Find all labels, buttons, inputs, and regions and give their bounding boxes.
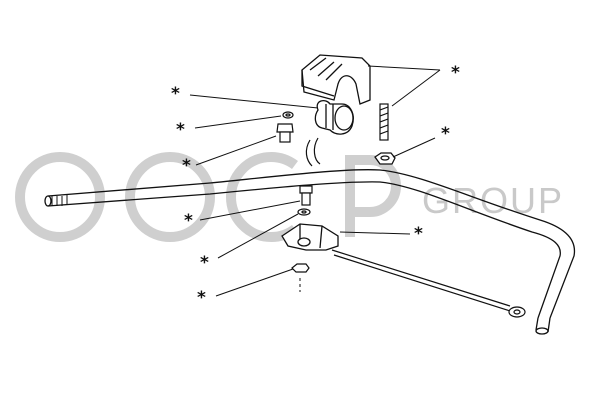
callout-asterisk: * (171, 84, 180, 104)
callout-asterisk: * (200, 253, 209, 273)
stabilizer-bar (44, 169, 576, 335)
stud-bolt (379, 103, 389, 141)
rubber-bushing (314, 99, 354, 135)
bolt-center (299, 185, 313, 206)
bushing-clamp (301, 54, 371, 105)
link-clamp (281, 223, 339, 251)
mount-bracket (305, 137, 321, 167)
ocap-watermark (15, 152, 401, 242)
washer-center (297, 208, 311, 216)
connecting-rod (331, 249, 526, 318)
callout-asterisk: * (184, 211, 193, 231)
callout-asterisk: * (182, 156, 191, 176)
bar-thread-end (51, 195, 68, 206)
callout-asterisk: * (176, 120, 185, 140)
nut-lower (291, 263, 310, 273)
callout-asterisk: * (414, 224, 423, 244)
washer-top (282, 111, 294, 119)
nut (374, 152, 396, 165)
callout-asterisk: * (441, 124, 450, 144)
callout-asterisk: * (197, 288, 206, 308)
callout-asterisk: * (451, 63, 460, 83)
callout-leaders (189, 65, 441, 297)
bolt-left (276, 123, 294, 143)
